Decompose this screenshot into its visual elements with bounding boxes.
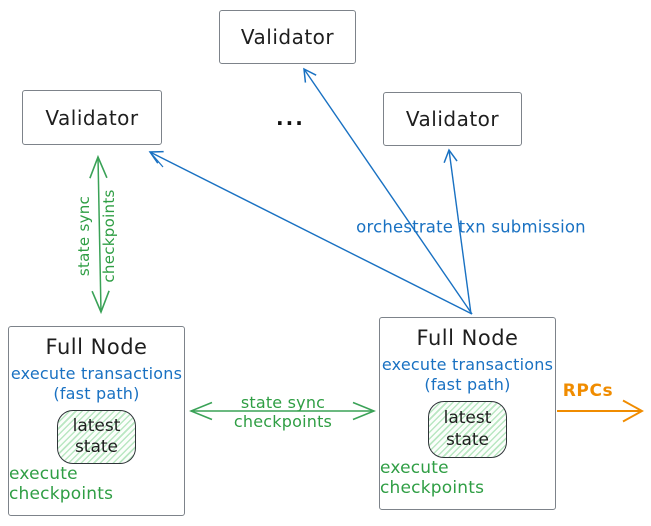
full-node-box-left: Full Node execute transactions (fast pat… bbox=[8, 326, 185, 516]
latest-state-line2: state bbox=[445, 429, 490, 450]
execute-checkpoints-label: execute checkpoints bbox=[9, 464, 114, 504]
validators-ellipsis: ... bbox=[276, 106, 305, 130]
vertical-state-sync-label: state sync checkpoints bbox=[72, 189, 122, 282]
vertical-label-line2: checkpoints bbox=[100, 189, 118, 283]
validator-box-left: Validator bbox=[22, 90, 162, 145]
fast-path-line: (fast path) bbox=[53, 383, 140, 403]
validator-label: Validator bbox=[405, 107, 500, 131]
execute-transactions-line: execute transactions bbox=[381, 355, 554, 374]
execute-transactions-label: execute transactions (fast path) bbox=[382, 355, 553, 394]
fast-path-line: (fast path) bbox=[424, 374, 511, 394]
latest-state-line2: state bbox=[74, 437, 119, 458]
full-node-box-right: Full Node execute transactions (fast pat… bbox=[379, 317, 556, 510]
horizontal-label-line2: checkpoints bbox=[233, 412, 333, 431]
latest-state-box: latest state bbox=[428, 401, 507, 458]
validator-label: Validator bbox=[240, 25, 335, 49]
validator-box-right: Validator bbox=[383, 92, 522, 146]
full-node-title: Full Node bbox=[45, 335, 148, 359]
validator-box-top: Validator bbox=[219, 10, 356, 64]
latest-state-line1: latest bbox=[443, 408, 492, 429]
rpcs-label: RPCs bbox=[562, 381, 614, 401]
orchestrate-txn-label: orchestrate txn submission bbox=[356, 217, 586, 237]
latest-state-line1: latest bbox=[72, 415, 121, 436]
execute-transactions-label: execute transactions (fast path) bbox=[11, 364, 182, 403]
vertical-label-line1: state sync bbox=[75, 195, 93, 277]
execute-transactions-line: execute transactions bbox=[10, 364, 183, 383]
horizontal-label-line1: state sync bbox=[240, 393, 326, 412]
horizontal-state-sync-label: state sync checkpoints bbox=[234, 393, 332, 431]
full-node-title: Full Node bbox=[416, 326, 519, 350]
vertical-state-sync-arrow bbox=[98, 157, 101, 312]
execute-checkpoints-label: execute checkpoints bbox=[380, 458, 485, 498]
validator-label: Validator bbox=[45, 105, 139, 130]
latest-state-box: latest state bbox=[57, 410, 136, 464]
